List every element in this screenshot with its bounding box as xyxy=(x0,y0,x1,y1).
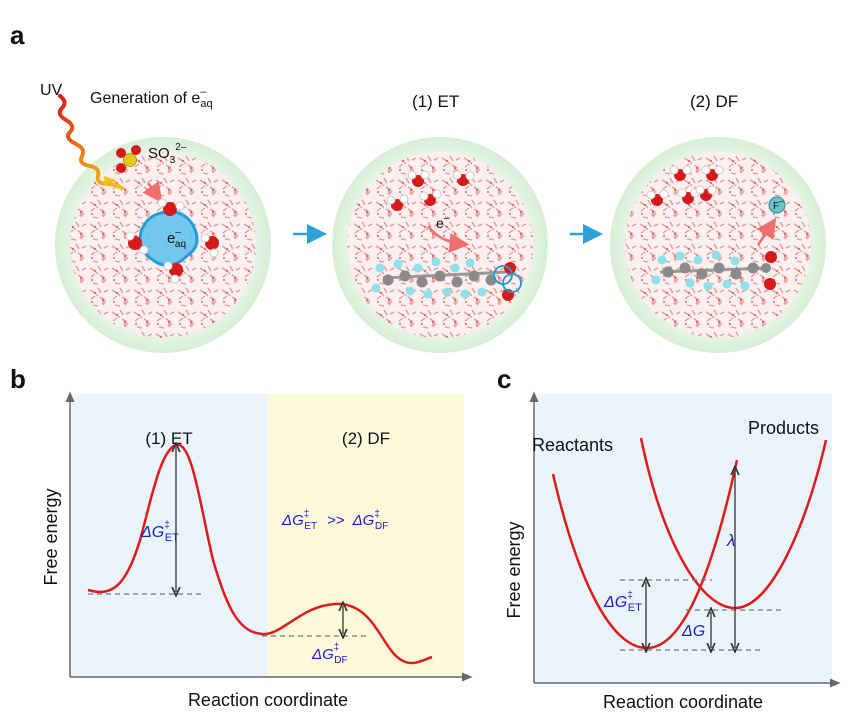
sulfite-label: SO32– xyxy=(148,142,187,166)
fluoride-ion xyxy=(768,196,786,214)
sulfite-molecule xyxy=(116,145,141,173)
pfas-molecule-df xyxy=(651,250,777,291)
c-reactants-label: Reactants xyxy=(532,435,613,455)
uv-label: UV xyxy=(40,82,63,99)
c-y-label: Free energy xyxy=(504,521,524,618)
c-dg-et-label: ΔG‡ET xyxy=(603,590,642,614)
c-plot-bg xyxy=(534,394,832,683)
panel-label-a: a xyxy=(10,20,25,50)
panel-label-b: b xyxy=(10,364,26,394)
c-products-label: Products xyxy=(748,418,819,438)
hydration-waters xyxy=(125,198,219,284)
et-title: (1) ET xyxy=(412,92,459,111)
eaq-label: e–aq xyxy=(167,227,186,250)
b-comparison-label: ΔG‡ET>>ΔG‡DF xyxy=(281,509,388,532)
solvent-sphere-2 xyxy=(332,137,548,353)
df-waters xyxy=(646,165,724,206)
b-x-label: Reaction coordinate xyxy=(188,690,348,710)
df-region-bg xyxy=(268,394,464,677)
electron-label: e– xyxy=(436,213,450,231)
et-region-bg xyxy=(70,394,268,677)
b-dg-et-label: ΔG‡ET xyxy=(140,520,179,544)
b-energy-curve xyxy=(87,443,433,665)
region-df-label: (2) DF xyxy=(342,429,390,448)
generation-label: Generation of e–aq xyxy=(90,86,213,110)
df-title: (2) DF xyxy=(690,92,738,111)
uv-wave xyxy=(57,94,124,190)
pfas-molecule-et xyxy=(371,257,522,301)
uv-arrow-head xyxy=(104,176,116,186)
region-et-label: (1) ET xyxy=(145,429,192,448)
et-waters xyxy=(386,170,475,211)
b-y-label: Free energy xyxy=(41,488,61,585)
sulfite-arrow xyxy=(142,181,163,204)
defluorination-arrow xyxy=(756,217,777,246)
b-dg-df-label: ΔG‡DF xyxy=(311,642,348,666)
panel-label-c: c xyxy=(497,364,511,394)
fluoride-label: F– xyxy=(773,197,784,212)
electron-transfer-arrow xyxy=(427,225,470,253)
c-dg-label: ΔG xyxy=(681,623,705,640)
c-x-label: Reaction coordinate xyxy=(603,692,763,712)
c-lambda-label: λ xyxy=(726,531,735,550)
